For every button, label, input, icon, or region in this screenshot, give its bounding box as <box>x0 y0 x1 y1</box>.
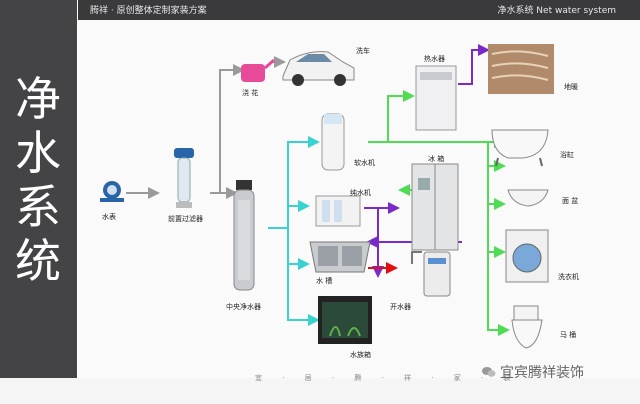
label-ro-purifier: 纯水机 <box>350 189 371 197</box>
label-fridge: 冰 箱 <box>428 155 445 163</box>
header-bar: 腾祥 · 原创整体定制家装方案 净水系统 Net water system <box>78 0 640 20</box>
car-icon <box>282 51 355 86</box>
label-flower: 浇 花 <box>242 89 259 97</box>
ro-purifier-icon <box>315 195 361 227</box>
softener-icon <box>321 113 345 171</box>
header-subtitle: 腾祥 · 原创整体定制家装方案 <box>90 6 207 16</box>
footer-text: 宜 · 居 · 腾 · 祥 · 家 · 装 <box>255 374 520 382</box>
label-prefilter: 前置过滤器 <box>168 215 203 223</box>
label-softener: 软水机 <box>354 159 375 167</box>
washing-machine-icon <box>505 229 549 283</box>
diagram-canvas <box>100 44 554 349</box>
fridge-icon <box>411 163 459 251</box>
wechat-icon <box>482 367 496 377</box>
prefilter-icon <box>174 148 194 208</box>
toilet-icon <box>511 305 543 349</box>
water-system-diagram: 水表 前置过滤器 浇 花 洗车 中央净水器 软水机 热水器 地暖 浴缸 冰 箱 … <box>78 20 640 378</box>
basin-icon <box>507 189 549 207</box>
label-water-meter: 水表 <box>102 213 116 221</box>
label-floor-heating: 地暖 <box>564 83 578 91</box>
bottom-band <box>0 378 640 404</box>
boiler-icon <box>411 251 451 297</box>
watermark-text: 宜宾腾祥装饰 <box>500 365 584 381</box>
floor-heating-icon <box>488 44 554 94</box>
label-washing-machine: 洗衣机 <box>558 273 579 281</box>
watering-can-icon <box>241 58 275 82</box>
label-bathtub: 浴缸 <box>560 151 574 159</box>
label-basin: 面 盆 <box>562 197 579 205</box>
water-meter-icon <box>100 181 124 202</box>
sidebar-panel: 净水系统 <box>0 0 77 378</box>
bathtub-icon <box>491 129 549 167</box>
label-toilet: 马 桶 <box>560 331 577 339</box>
sidebar-title: 净水系统 <box>15 72 61 288</box>
label-fish-tank: 水族箱 <box>350 351 371 359</box>
sink-icon <box>309 241 371 273</box>
label-car-wash: 洗车 <box>356 47 370 55</box>
header-brand: 净水系统 Net water system <box>497 6 616 16</box>
fish-tank-icon <box>318 296 372 344</box>
water-heater-icon <box>415 65 457 131</box>
label-sink: 水 槽 <box>316 277 333 285</box>
label-central-purifier: 中央净水器 <box>226 303 261 311</box>
central-purifier-icon <box>233 180 255 291</box>
label-water-heater: 热水器 <box>424 55 445 63</box>
label-boiler: 开水器 <box>390 303 411 311</box>
cyan-pipes <box>268 136 320 326</box>
